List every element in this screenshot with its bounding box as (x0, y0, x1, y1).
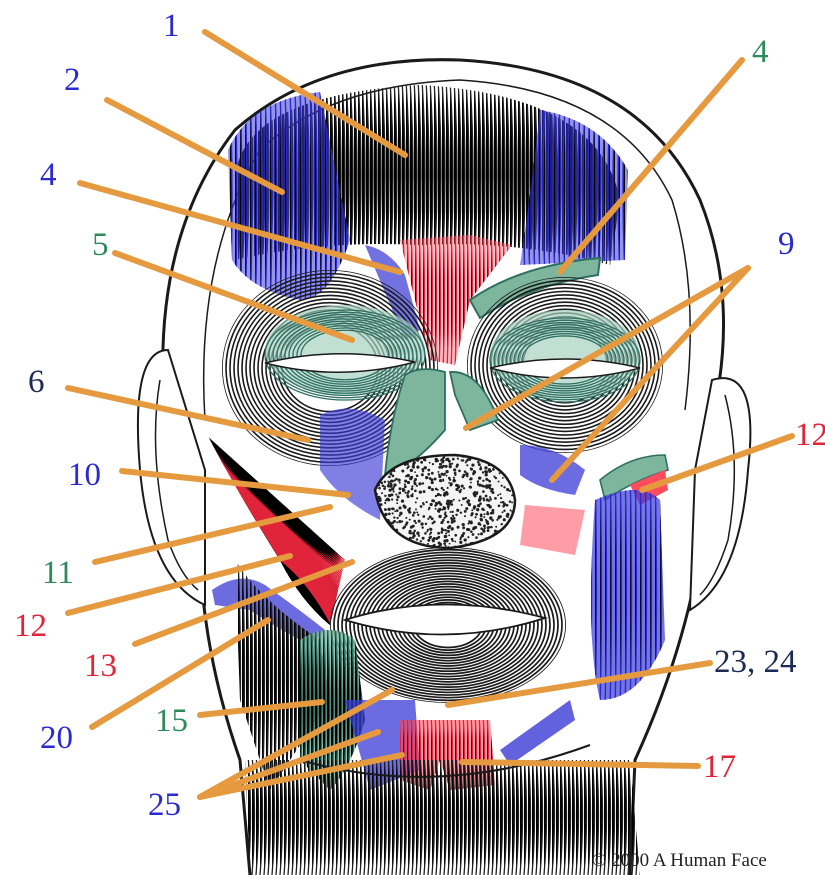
label-11: 11 (42, 555, 74, 591)
label-4-right: 4 (752, 34, 769, 70)
label-6: 6 (28, 364, 45, 400)
label-25: 25 (148, 787, 181, 823)
label-15: 15 (155, 703, 188, 739)
label-1: 1 (163, 8, 180, 44)
label-9: 9 (778, 226, 795, 262)
label-5: 5 (92, 227, 109, 263)
platysma-blue (495, 695, 580, 770)
label-12-right: 12 (795, 417, 825, 453)
levator-left-blue (320, 409, 385, 520)
leader-17 (462, 762, 698, 766)
muscle-red-right-cheek (520, 505, 585, 555)
label-10: 10 (68, 457, 101, 493)
label-12-left: 12 (14, 608, 47, 644)
label-17: 17 (703, 749, 736, 785)
right-ear (690, 378, 750, 610)
label-13: 13 (84, 648, 117, 684)
copyright-text: © 2000 A Human Face (592, 850, 767, 871)
label-23-24: 23, 24 (714, 644, 797, 680)
label-4-left: 4 (40, 157, 57, 193)
label-20: 20 (40, 720, 73, 756)
label-2: 2 (64, 62, 81, 98)
